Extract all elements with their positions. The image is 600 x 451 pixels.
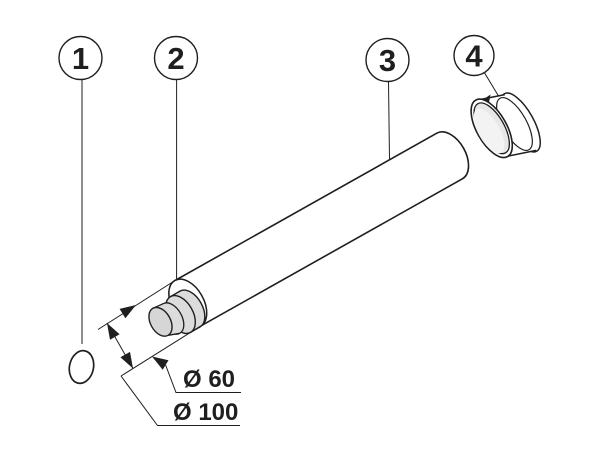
callout-4-number: 4 xyxy=(465,39,483,74)
callout-1: 1 xyxy=(58,35,103,81)
arrowhead-extension-top xyxy=(119,305,136,319)
ring-body-bottom-edge xyxy=(507,149,537,157)
arrowhead-dim100-top xyxy=(107,323,120,340)
extension-line-bottom xyxy=(120,325,201,377)
pipe-front-face xyxy=(148,306,173,337)
part-3-flue-pipe xyxy=(168,131,470,329)
pipe-body xyxy=(168,131,470,329)
arrowhead-dim60-leader xyxy=(152,356,169,370)
ring-opening-highlight xyxy=(473,108,505,154)
callout-1-number: 1 xyxy=(72,41,89,76)
arrowhead-dim100-bottom xyxy=(120,351,133,369)
callout-3-number: 3 xyxy=(379,43,396,78)
callout-balloons: 1 2 3 4 xyxy=(58,34,495,83)
leader-line-4 xyxy=(483,72,499,97)
leader-line-3 xyxy=(388,81,390,161)
callout-2: 2 xyxy=(153,35,199,81)
dimension-lines xyxy=(97,280,241,426)
extension-line-top xyxy=(97,280,176,330)
callout-leader-lines xyxy=(81,72,499,344)
dim-100-leader xyxy=(120,375,240,426)
dimension-annotations: Ø 60 Ø 100 xyxy=(97,280,241,426)
callout-4-circle xyxy=(453,34,495,77)
callout-3: 3 xyxy=(365,37,410,83)
dim-60-label: Ø 60 xyxy=(183,366,235,393)
dimension-arrowheads xyxy=(107,305,169,370)
callout-1-circle xyxy=(58,35,103,81)
part-4-coupling-ring xyxy=(470,92,542,159)
pipe-neck-bottom-edge xyxy=(167,332,180,336)
part-1-gasket xyxy=(68,349,95,385)
dim-100-label: Ø 100 xyxy=(173,399,238,426)
dim-60-leader xyxy=(165,364,241,393)
callout-3-circle xyxy=(365,37,410,83)
callout-2-number: 2 xyxy=(167,41,184,76)
callout-2-circle xyxy=(153,35,199,81)
ring-seam-notch xyxy=(484,94,491,103)
callout-4: 4 xyxy=(453,34,495,77)
